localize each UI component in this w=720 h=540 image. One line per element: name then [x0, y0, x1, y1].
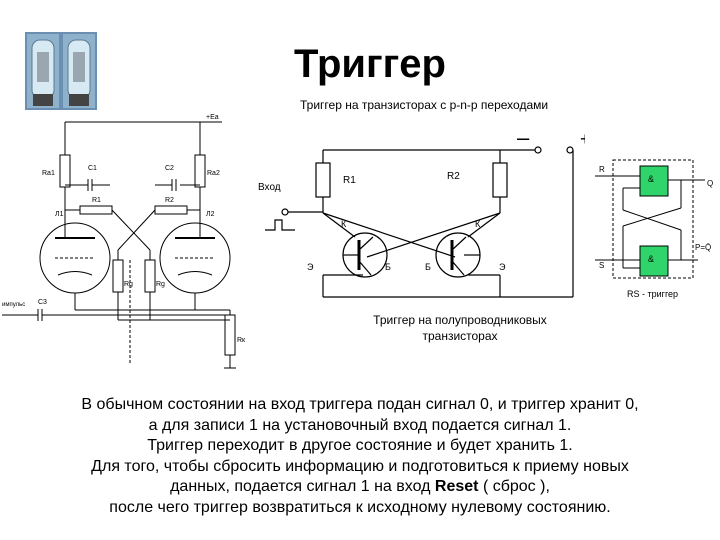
r1-label: R1 — [343, 175, 356, 186]
minus-terminal: – — [517, 125, 530, 150]
vacuum-tubes-photo — [25, 32, 97, 110]
semiconductor-caption-line2: транзисторах — [422, 329, 498, 343]
slide-subtitle: Триггер на транзисторах с p-n-p перехода… — [300, 98, 549, 112]
body-line-1: В обычном состоянии на вход триггера под… — [81, 396, 639, 413]
gate-bottom-symbol: & — [648, 254, 654, 264]
c1-label: C1 — [88, 165, 97, 172]
r2-label: R2 — [447, 171, 460, 182]
input-label: Вход — [258, 182, 281, 193]
rg2-label: Rg — [156, 281, 165, 288]
reset-keyword: Reset — [434, 478, 479, 495]
body-line-5-start: данных, подается сигнал 1 на вход — [170, 478, 435, 495]
semiconductor-caption-line1: Триггер на полупроводниковых — [373, 313, 547, 327]
explanation-text: В обычном состоянии на вход триггера под… — [40, 395, 680, 518]
qbar-output-label: P=Q̄ — [695, 243, 711, 252]
b-left-label: Б — [385, 262, 391, 272]
rk-label: Rк — [237, 337, 246, 344]
rs-trigger-caption: RS - триггер — [627, 289, 678, 299]
rs-trigger-diagram: R S & & Q P=Q̄ RS - триггер — [595, 159, 713, 299]
r1-label: R1 — [92, 197, 101, 204]
body-line-2: а для записи 1 на установочный вход пода… — [148, 416, 572, 434]
ra1-label: Rа1 — [42, 170, 55, 177]
b-right-label: Б — [425, 262, 431, 272]
q-output-label: Q — [707, 179, 713, 188]
semiconductor-caption: Триггер на полупроводниковых транзистора… — [330, 312, 590, 344]
l2-label: Л2 — [206, 211, 215, 218]
body-line-3: Триггер переходит в другое состояние и б… — [147, 437, 573, 454]
r2-label: R2 — [165, 197, 174, 204]
c2-label: C2 — [165, 165, 174, 172]
tube-input-label: импульс — [2, 302, 25, 308]
rg1-label: Rg — [124, 281, 133, 288]
l1-label: Л1 — [55, 211, 64, 218]
plus-terminal: + — [580, 129, 585, 149]
body-line-6: после чего триггер возвратиться к исходн… — [109, 498, 611, 516]
ra2-label: Rа2 — [207, 170, 220, 177]
k-right-label: К — [475, 219, 481, 229]
gate-top-symbol: & — [648, 174, 654, 184]
e-left-label: Э — [307, 262, 314, 272]
transistor-trigger-schematic: – + R1 R2 Вход К К Э Б Б Э — [258, 125, 585, 298]
body-line-5-end: ( сброс ), — [478, 478, 550, 495]
s-input-label: S — [599, 261, 604, 270]
tube-trigger-schematic: +Eа Rа1 Rа2 C1 C2 R1 R2 Л1 Л2 Rg Rg — [2, 114, 246, 369]
c3-label: C3 — [38, 299, 47, 306]
body-line-4: Для того, чтобы сбросить информацию и по… — [91, 457, 629, 475]
r-input-label: R — [599, 165, 605, 174]
k-left-label: К — [341, 219, 347, 229]
e-right-label: Э — [499, 262, 506, 272]
slide-title: Триггер — [294, 42, 446, 86]
body-line-5: данных, подается сигнал 1 на вход Reset … — [40, 477, 680, 498]
ea-label: +Eа — [206, 114, 219, 121]
